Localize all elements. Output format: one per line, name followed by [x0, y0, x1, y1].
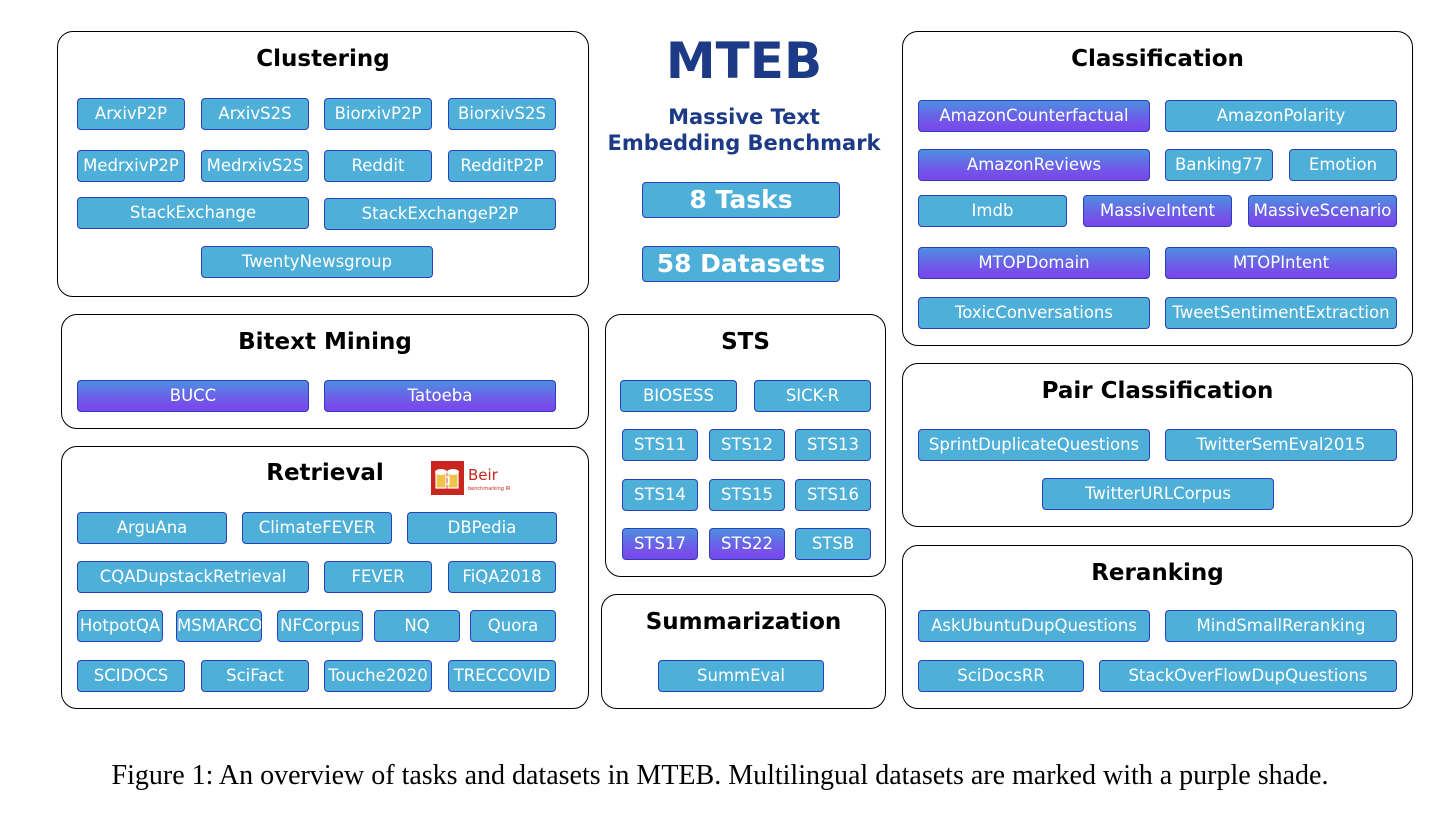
dataset-chip-stackoverflowdupquestions: StackOverFlowDupQuestions: [1099, 660, 1397, 692]
dataset-chip-fiqa2018: FiQA2018: [448, 561, 556, 593]
dataset-chip-tweetsentimentextraction: TweetSentimentExtraction: [1165, 297, 1397, 329]
dataset-chip-sts22: STS22: [709, 528, 785, 560]
dataset-chip-quora: Quora: [470, 610, 556, 642]
dataset-chip-reddit: Reddit: [324, 150, 432, 182]
panel-title: Pair Classification: [1041, 378, 1274, 404]
panel-title: Bitext Mining: [238, 329, 412, 355]
dataset-chip-nq: NQ: [374, 610, 460, 642]
dataset-chip-emotion: Emotion: [1289, 149, 1397, 181]
dataset-chip-arxivp2p: ArxivP2P: [77, 98, 185, 130]
mteb-subtitle-line2: Embedding Benchmark: [607, 131, 881, 155]
dataset-chip-twentynewsgroup: TwentyNewsgroup: [201, 246, 433, 278]
dataset-chip-cqadupstackretrieval: CQADupstackRetrieval: [77, 561, 309, 593]
dataset-chip-stsb: STSB: [795, 528, 871, 560]
dataset-chip-twittersemeval2015: TwitterSemEval2015: [1165, 429, 1397, 461]
dataset-chip-biosess: BIOSESS: [620, 380, 737, 412]
beir-logo-subtext: benchmarking IR: [468, 486, 511, 492]
dataset-chip-stackexchange: StackExchange: [77, 197, 309, 229]
dataset-chip-sts14: STS14: [622, 479, 698, 511]
dataset-chip-amazonreviews: AmazonReviews: [918, 149, 1150, 181]
dataset-chip-hotpotqa: HotpotQA: [77, 610, 163, 642]
dataset-chip-massivescenario: MassiveScenario: [1248, 195, 1397, 227]
dataset-chip-sick-r: SICK-R: [754, 380, 871, 412]
panel-title: Classification: [1071, 46, 1244, 72]
datasets-count-box: 58 Datasets: [642, 246, 840, 282]
panel-title: Reranking: [1091, 560, 1224, 586]
dataset-chip-scidocs: SCIDOCS: [77, 660, 185, 692]
dataset-chip-amazoncounterfactual: AmazonCounterfactual: [918, 100, 1150, 132]
dataset-chip-toxicconversations: ToxicConversations: [918, 297, 1150, 329]
dataset-chip-askubuntudupquestions: AskUbuntuDupQuestions: [918, 610, 1150, 642]
tasks-count-box: 8 Tasks: [642, 182, 840, 218]
dataset-chip-biorxivs2s: BiorxivS2S: [448, 98, 556, 130]
dataset-chip-sts17: STS17: [622, 528, 698, 560]
beir-logo-text: Beir: [468, 466, 499, 484]
dataset-chip-imdb: Imdb: [918, 195, 1067, 227]
dataset-chip-sprintduplicatequestions: SprintDuplicateQuestions: [918, 429, 1150, 461]
figure-caption: Figure 1: An overview of tasks and datas…: [111, 760, 1329, 791]
dataset-chip-sts15: STS15: [709, 479, 785, 511]
panel-title: Retrieval: [266, 460, 384, 486]
dataset-chip-amazonpolarity: AmazonPolarity: [1165, 100, 1397, 132]
dataset-chip-banking77: Banking77: [1165, 149, 1273, 181]
dataset-chip-redditp2p: RedditP2P: [448, 150, 556, 182]
dataset-chip-massiveintent: MassiveIntent: [1083, 195, 1232, 227]
dataset-chip-bucc: BUCC: [77, 380, 309, 412]
dataset-chip-tatoeba: Tatoeba: [324, 380, 556, 412]
dataset-chip-mtopintent: MTOPIntent: [1165, 247, 1397, 279]
classification-panel: Classification: [902, 31, 1413, 346]
dataset-chip-mtopdomain: MTOPDomain: [918, 247, 1150, 279]
mteb-subtitle-line1: Massive Text: [668, 105, 820, 129]
dataset-chip-sts13: STS13: [795, 429, 871, 461]
dataset-chip-touche2020: Touche2020: [324, 660, 432, 692]
dataset-chip-arguana: ArguAna: [77, 512, 227, 544]
dataset-chip-nfcorpus: NFCorpus: [277, 610, 363, 642]
dataset-chip-biorxivp2p: BiorxivP2P: [324, 98, 432, 130]
dataset-chip-msmarco: MSMARCO: [176, 610, 262, 642]
beer-mugs-icon: [431, 461, 464, 495]
dataset-chip-sts11: STS11: [622, 429, 698, 461]
dataset-chip-scidocsrr: SciDocsRR: [918, 660, 1084, 692]
panel-title: STS: [721, 329, 770, 355]
dataset-chip-fever: FEVER: [324, 561, 432, 593]
dataset-chip-scifact: SciFact: [201, 660, 309, 692]
dataset-chip-dbpedia: DBPedia: [407, 512, 557, 544]
panel-title: Clustering: [256, 46, 390, 72]
dataset-chip-stackexchangep2p: StackExchangeP2P: [324, 198, 556, 230]
dataset-chip-arxivs2s: ArxivS2S: [201, 98, 309, 130]
dataset-chip-climatefever: ClimateFEVER: [242, 512, 392, 544]
mteb-title: MTEB: [665, 32, 823, 90]
dataset-chip-treccovid: TRECCOVID: [448, 660, 556, 692]
panel-title: Summarization: [645, 609, 842, 635]
dataset-chip-medrxivp2p: MedrxivP2P: [77, 150, 185, 182]
dataset-chip-summeval: SummEval: [658, 660, 824, 692]
dataset-chip-sts12: STS12: [709, 429, 785, 461]
dataset-chip-sts16: STS16: [795, 479, 871, 511]
dataset-chip-mindsmallreranking: MindSmallReranking: [1165, 610, 1397, 642]
dataset-chip-twitterurlcorpus: TwitterURLCorpus: [1042, 478, 1274, 510]
dataset-chip-medrxivs2s: MedrxivS2S: [201, 150, 309, 182]
beir-logo: Beir benchmarking IR: [431, 461, 517, 495]
